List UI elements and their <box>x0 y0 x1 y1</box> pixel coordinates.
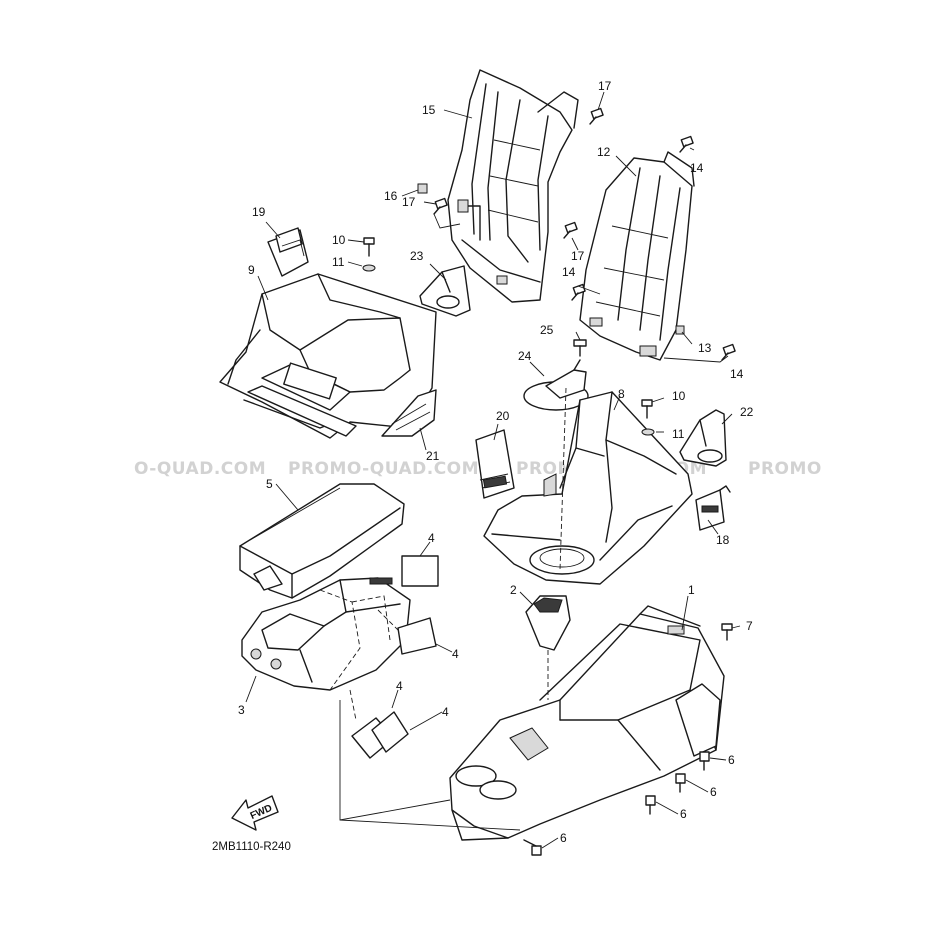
rivet-6-c <box>645 795 656 815</box>
part-23-cup-holder <box>419 265 471 317</box>
callout-12: 12 <box>597 145 611 159</box>
callout-19: 19 <box>252 205 266 219</box>
rivet-6-d <box>523 839 542 856</box>
callout-18: 18 <box>716 533 730 547</box>
callout-11: 11 <box>672 427 685 441</box>
part-18-clip <box>695 485 731 531</box>
part-22-cup-holder <box>679 409 727 467</box>
callout-22: 22 <box>740 405 754 419</box>
callout-labels: 15 17 12 14 16 17 17 19 10 11 23 9 14 25… <box>238 79 754 845</box>
callout-1: 1 <box>688 583 695 597</box>
callout-14: 14 <box>690 161 704 175</box>
callout-3: 3 <box>238 703 245 717</box>
callout-17: 17 <box>571 249 585 263</box>
part-19-bracket <box>267 227 309 277</box>
callout-17: 17 <box>598 79 612 93</box>
callout-13: 13 <box>698 341 712 355</box>
rivet-6-a <box>699 751 710 771</box>
watermark-segment: PROMO-QUAD.COM <box>288 459 479 479</box>
fwd-arrow-icon: FWD <box>231 795 279 831</box>
watermark-segment: PROMO <box>748 459 822 479</box>
clip-13 <box>675 325 685 335</box>
callout-4: 4 <box>442 705 449 719</box>
callout-16: 16 <box>384 189 398 203</box>
callout-4: 4 <box>396 679 403 693</box>
leader-lines <box>245 91 741 849</box>
part-1-center-console <box>449 605 725 841</box>
watermark-segment: O-QUAD.COM <box>134 459 266 479</box>
part-3-console-box <box>241 577 411 691</box>
part-8-seat-base <box>483 387 693 585</box>
part-15-seat-back-panel <box>447 69 579 303</box>
callout-15: 15 <box>422 103 436 117</box>
clip-16 <box>417 183 428 194</box>
callout-5: 5 <box>266 477 273 491</box>
part-12-side-panel <box>579 151 695 361</box>
callout-11: 11 <box>332 255 345 269</box>
callout-23: 23 <box>410 249 424 263</box>
callout-6: 6 <box>680 807 687 821</box>
washer-11-right <box>641 428 655 436</box>
callout-4: 4 <box>452 647 459 661</box>
callout-21: 21 <box>426 449 440 463</box>
bolt-10-right <box>641 399 653 419</box>
part-2-shift-boot <box>525 595 571 700</box>
callout-9: 9 <box>248 263 255 277</box>
part-5-armrest-lid <box>239 483 405 599</box>
callout-10: 10 <box>672 389 686 403</box>
screw-17-left <box>433 197 448 215</box>
callout-6: 6 <box>710 785 717 799</box>
callout-17: 17 <box>402 195 416 209</box>
fasteners <box>362 107 736 856</box>
callout-20: 20 <box>496 409 510 423</box>
grommet-25 <box>573 339 587 357</box>
screw-14-mid <box>571 283 586 301</box>
washer-11-left <box>362 264 376 272</box>
callout-14: 14 <box>562 265 576 279</box>
diagram-code: 2MB1110-R240 <box>212 841 291 853</box>
callout-10: 10 <box>332 233 346 247</box>
part-20-bracket <box>475 429 515 499</box>
callout-2: 2 <box>510 583 517 597</box>
callout-25: 25 <box>540 323 554 337</box>
callout-14: 14 <box>730 367 744 381</box>
rivet-6-b <box>675 773 686 793</box>
callout-4: 4 <box>428 531 435 545</box>
callout-6: 6 <box>560 831 567 845</box>
screw-17-mid <box>563 221 578 239</box>
part-21-cover <box>381 389 437 437</box>
callout-24: 24 <box>518 349 532 363</box>
callout-6: 6 <box>728 753 735 767</box>
screw-14-top <box>679 135 694 153</box>
callout-8: 8 <box>618 387 625 401</box>
part-24-disc-bracket <box>523 359 589 411</box>
part-9-seat-tray <box>219 273 437 439</box>
callout-7: 7 <box>746 619 753 633</box>
screw-14-bottom <box>721 343 736 361</box>
part-4-pads <box>349 555 439 759</box>
bolt-7 <box>721 623 733 641</box>
bolt-10-left <box>363 237 375 257</box>
screw-17-top <box>589 107 604 125</box>
